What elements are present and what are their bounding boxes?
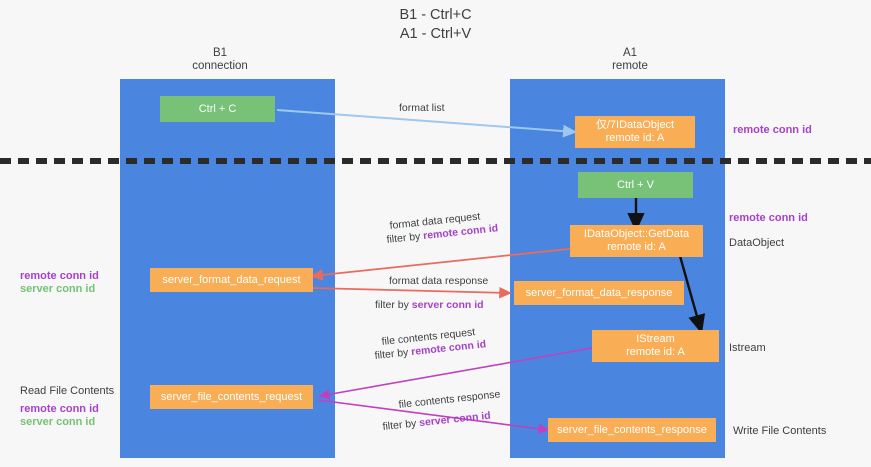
node-server-file-contents-response[interactable]: server_file_contents_response [548,418,716,442]
node-idataobject-top-line1: 仅/7IDataObject [595,119,675,131]
node-ctrl-c-label: Ctrl + C [198,102,237,115]
node-idataobject-top-line2: remote id: A [605,132,665,144]
node-getdata-line2: remote id: A [607,241,666,253]
wire-label-format-list: format list [399,102,445,114]
page-title: B1 - Ctrl+C A1 - Ctrl+V [399,7,472,42]
left-label-read-file-contents: Read File Contents [20,385,115,397]
node-server-format-data-response[interactable]: server_format_data_response [514,281,684,305]
left-label-remote-conn-id: remote conn id [20,270,99,282]
wire-label-file-contents-response: file contents response [398,388,501,411]
node-server-format-data-request-label: server_format_data_request [162,273,301,286]
filter-key-server-conn-id: server conn id [411,299,484,311]
node-server-file-contents-request-label: server_file_contents_request [160,390,303,403]
node-server-file-contents-response-label: server_file_contents_response [557,423,707,436]
node-getdata[interactable]: IDataObject::GetData remote id: A [570,225,703,257]
wire-label-file-contents-response-filter: filter by server conn id [382,410,491,434]
left-label-remote-conn-id-2: remote conn id [20,403,99,415]
node-server-format-data-response-label: server_format_data_response [525,286,673,299]
node-ctrl-c[interactable]: Ctrl + C [160,96,275,122]
node-server-format-data-request[interactable]: server_format_data_request [150,268,313,292]
node-getdata-line1: IDataObject::GetData [583,228,690,240]
filter-prefix: filter by [386,230,424,246]
filter-prefix-3: filter by [374,346,412,362]
node-server-file-contents-request[interactable]: server_file_contents_request [150,385,313,409]
node-ctrl-v[interactable]: Ctrl + V [578,172,693,198]
left-label-server-conn-id: server conn id [20,283,96,295]
lane-title-b1: B1 connection [192,47,248,72]
wire-format-data-response [311,286,512,299]
node-istream-line2: remote id: A [626,346,685,358]
lane-title-a1: A1 remote [612,47,648,72]
filter-prefix-4: filter by [382,417,420,433]
right-label-remote-conn-id-top: remote conn id [733,124,812,136]
right-label-write-file-contents: Write File Contents [733,425,827,437]
right-label-istream: Istream [729,342,766,354]
node-istream-line1: IStream [636,333,675,345]
right-label-remote-conn-id-mid: remote conn id [729,212,808,224]
wire-label-format-data-response: format data response [389,275,489,287]
right-label-dataobject: DataObject [729,237,785,249]
wire-label-format-data-response-filter: filter by server conn id [375,299,484,312]
node-idataobject-top[interactable]: 仅/7IDataObject remote id: A [575,116,695,148]
node-ctrl-v-label: Ctrl + V [617,178,654,191]
filter-key-server-conn-id-2: server conn id [418,409,492,430]
node-istream[interactable]: IStream remote id: A [592,330,719,362]
left-label-server-conn-id-2: server conn id [20,416,96,428]
filter-prefix-2: filter by [375,299,412,311]
